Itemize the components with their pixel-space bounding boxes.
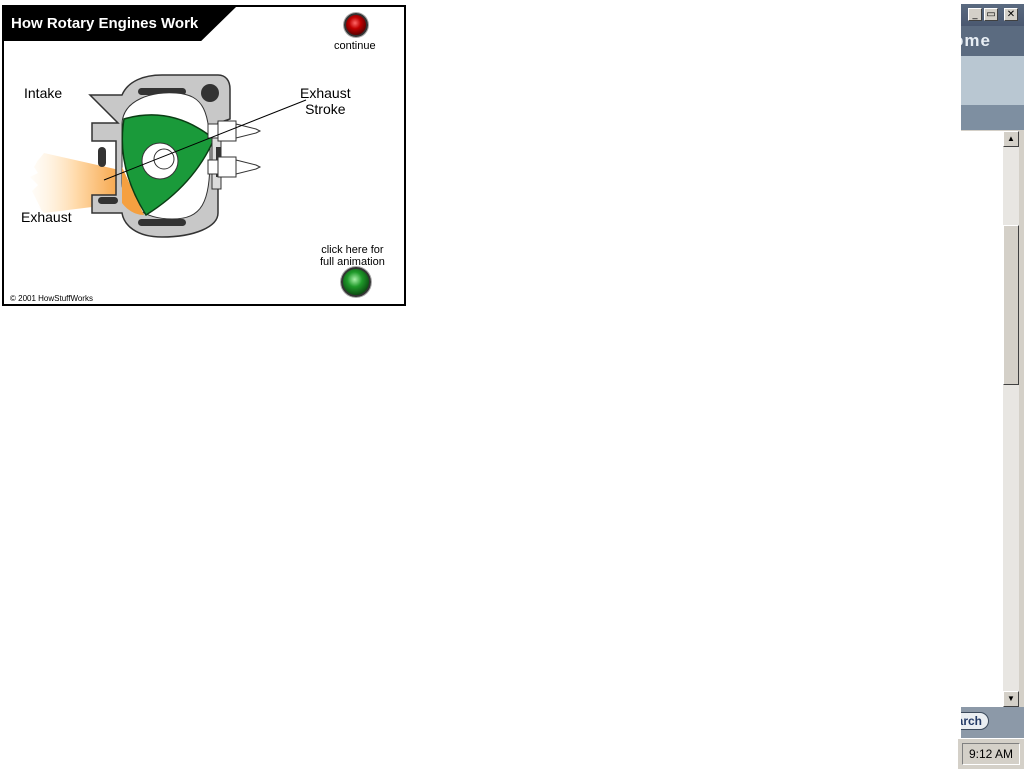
search-button[interactable]: arch xyxy=(961,712,989,730)
exhaust-stroke-label-line1: Exhaust xyxy=(300,85,351,101)
header-panel xyxy=(961,56,1024,105)
exhaust-stroke-label-line2: Stroke xyxy=(305,101,346,117)
rotary-engine-animation: How Rotary Engines Work Intake Exhaust E… xyxy=(2,5,406,306)
housing-bolt xyxy=(201,84,219,102)
spark-plug-top xyxy=(207,120,262,142)
taskbar-clock[interactable]: 9:12 AM xyxy=(962,743,1020,765)
scroll-down-icon[interactable]: ▼ xyxy=(1003,691,1019,707)
full-animation-label-line2: full animation xyxy=(320,256,385,268)
bottom-bar: arch xyxy=(961,707,1024,738)
header-strip xyxy=(961,105,1024,130)
housing-slot-bottom xyxy=(138,219,186,226)
header-home-text[interactable]: ome xyxy=(961,31,991,50)
spark-plug-bottom xyxy=(207,156,262,178)
exhaust-stroke-label: Exhaust Stroke xyxy=(300,85,351,117)
continue-label[interactable]: continue xyxy=(334,40,376,52)
exhaust-stroke-leader xyxy=(103,99,307,181)
full-animation-button[interactable] xyxy=(341,267,371,297)
taskbar: 9:12 AM xyxy=(958,738,1024,769)
housing-slot-left-bottom xyxy=(98,197,118,204)
full-animation-label[interactable]: click here for full animation xyxy=(320,244,385,268)
vertical-scrollbar[interactable]: ▲ ▼ xyxy=(1003,131,1019,707)
title-banner: How Rotary Engines Work xyxy=(4,7,236,41)
exhaust-label: Exhaust xyxy=(21,209,72,225)
intake-label: Intake xyxy=(24,85,63,101)
restore-icon[interactable]: ▭ xyxy=(984,8,998,21)
animation-title: How Rotary Engines Work xyxy=(11,15,199,32)
continue-button[interactable] xyxy=(344,13,368,37)
page-body xyxy=(961,131,1003,707)
browser-window: _ ▭ ✕ ome ▲ ▼ arch xyxy=(961,4,1024,738)
window-titlebar[interactable]: _ ▭ ✕ xyxy=(961,4,1024,26)
scroll-up-icon[interactable]: ▲ xyxy=(1003,131,1019,147)
rotary-engine-diagram xyxy=(30,74,307,238)
housing-slot-left xyxy=(98,147,106,167)
full-animation-label-line1: click here for xyxy=(321,244,384,256)
close-icon[interactable]: ✕ xyxy=(1004,8,1018,21)
scrollbar-thumb[interactable] xyxy=(1003,225,1019,385)
minimize-icon[interactable]: _ xyxy=(968,8,982,21)
page-header: ome xyxy=(961,26,1024,56)
copyright-notice: © 2001 HowStuffWorks xyxy=(10,294,93,303)
